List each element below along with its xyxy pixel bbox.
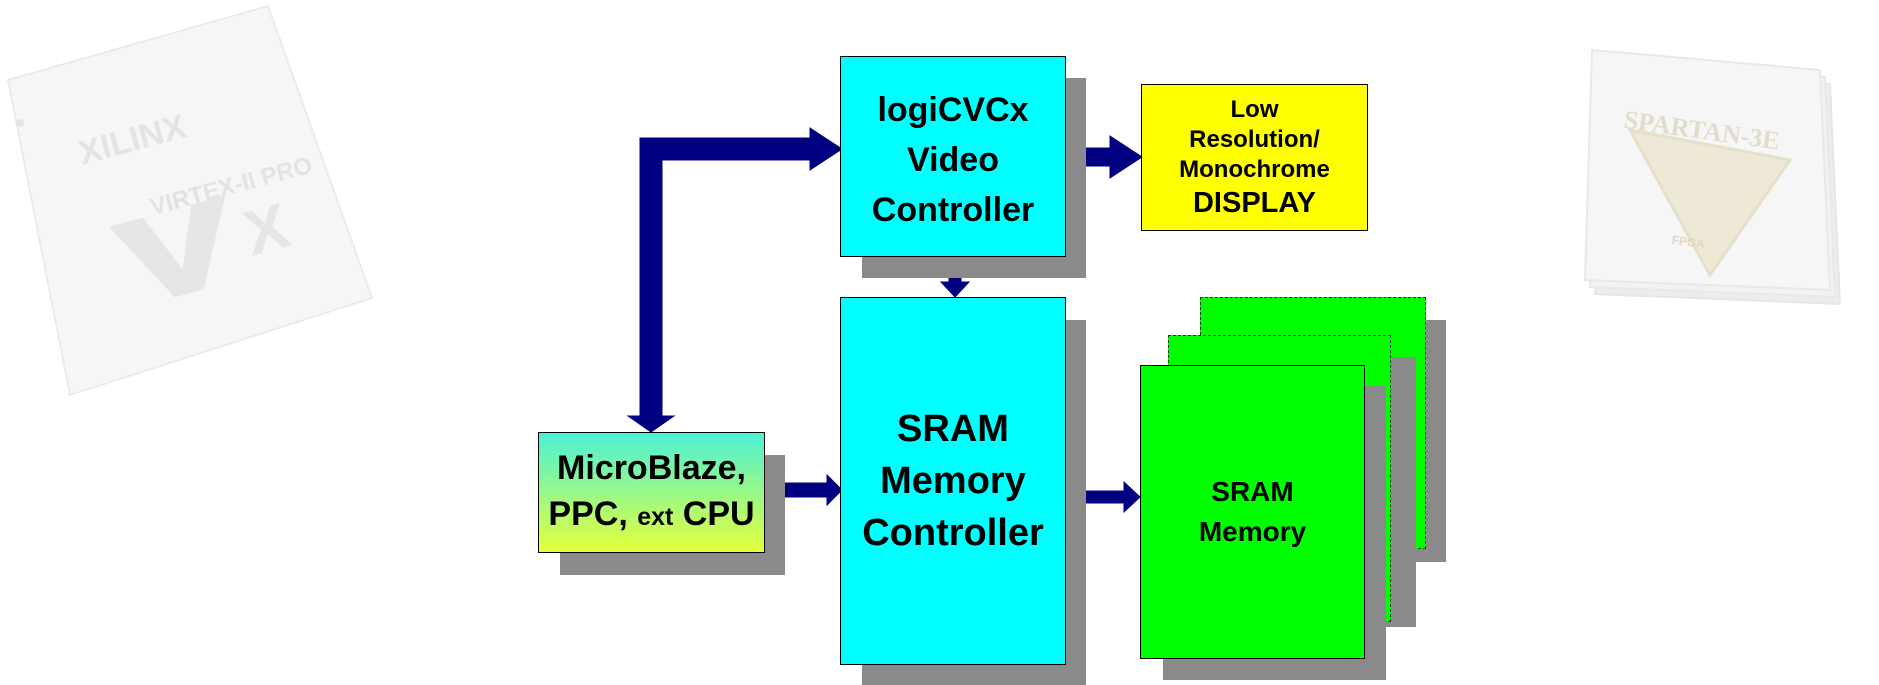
- memory-controller-line-1: SRAM: [897, 408, 1009, 450]
- video-controller-line-1: logiCVCx: [877, 90, 1029, 129]
- display-line-3: Monochrome: [1179, 155, 1330, 183]
- xilinx-virtex-logo: XILINX VIRTEX-II PRO X: [0, 0, 380, 400]
- sram-memory-line-2: Memory: [1198, 516, 1307, 547]
- memory-controller-line-2: Memory: [880, 460, 1026, 502]
- cpu-block: MicroBlaze, PPC, ext CPU: [538, 432, 765, 553]
- cpu-line-1: MicroBlaze,: [557, 449, 746, 487]
- sram-memory-controller-block: SRAM Memory Controller: [840, 297, 1066, 665]
- cpu-line-2-part-1: PPC,: [548, 495, 638, 533]
- memory-controller-line-3: Controller: [862, 512, 1044, 554]
- display-block: Low Resolution/ Monochrome DISPLAY: [1141, 84, 1368, 231]
- sram-memory-line-1: SRAM: [1211, 476, 1294, 507]
- spartan-logo-badge: FPGA: [1671, 233, 1706, 252]
- display-line-4: DISPLAY: [1192, 186, 1317, 219]
- display-line-1: Low: [1230, 95, 1279, 123]
- cpu-line-2: PPC, ext CPU: [548, 491, 754, 540]
- video-controller-line-3: Controller: [871, 190, 1035, 229]
- cpu-line-2-part-3: CPU: [673, 495, 755, 533]
- sram-memory-block: SRAM Memory: [1140, 365, 1365, 659]
- spartan-3e-logo: SPARTAN-3E FPGA: [1560, 40, 1879, 330]
- cpu-line-2-small: ext: [637, 503, 674, 531]
- cpu-bus-arrow: [626, 127, 843, 433]
- display-line-2: Resolution/: [1189, 125, 1320, 153]
- video-controller-line-2: Video: [907, 140, 999, 179]
- video-controller-block: logiCVCx Video Controller: [840, 56, 1066, 257]
